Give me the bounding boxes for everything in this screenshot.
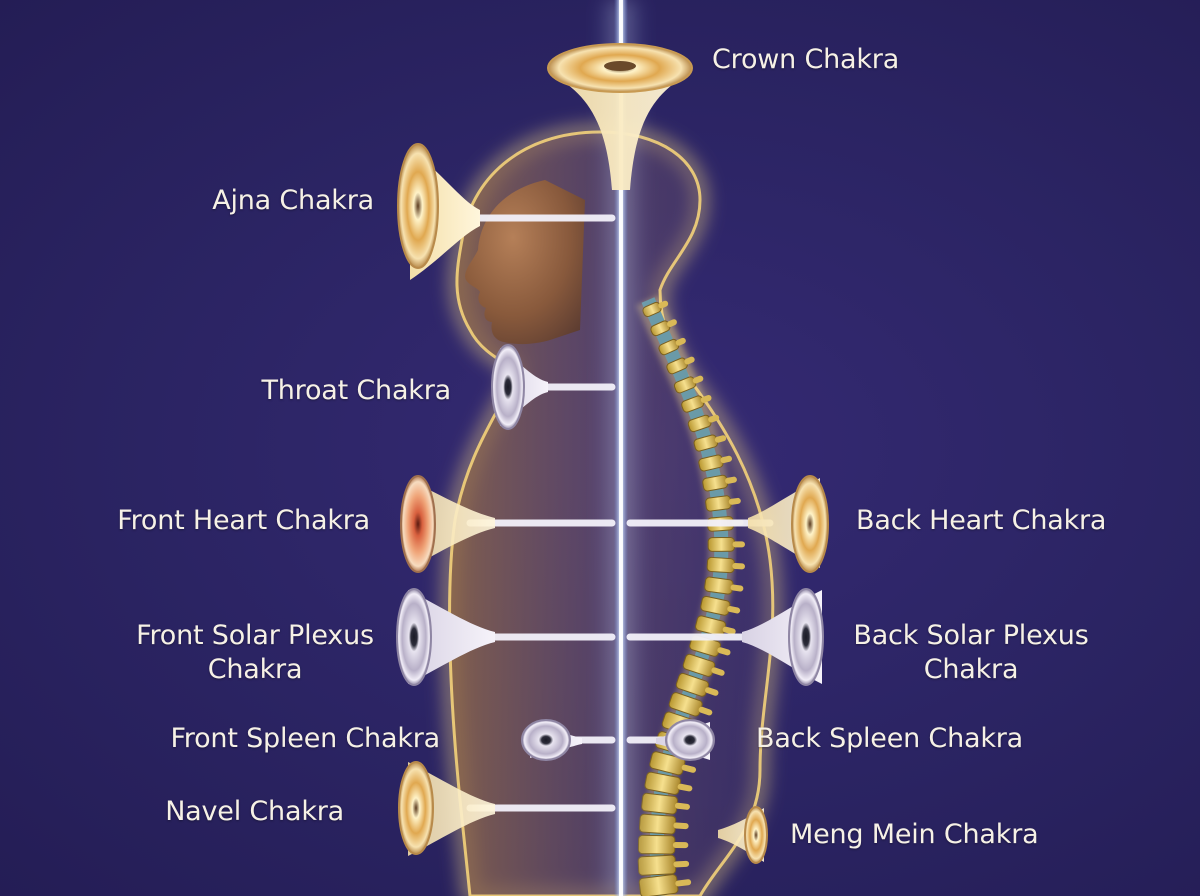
vertebra [708, 538, 734, 552]
vertebra-process [673, 861, 689, 868]
vertebra [707, 557, 735, 573]
label-back-solar-plexus-line2: Chakra [846, 653, 1096, 687]
label-ajna-chakra: Ajna Chakra [212, 184, 374, 218]
label-crown-chakra: Crown Chakra [712, 43, 899, 77]
label-meng-mein-chakra: Meng Mein Chakra [790, 818, 1038, 852]
label-back-solar-plexus-chakra: Back Solar Plexus Chakra [846, 619, 1096, 687]
label-front-solar-plexus-line1: Front Solar Plexus [130, 619, 380, 653]
label-navel-chakra: Navel Chakra [165, 795, 344, 829]
label-front-spleen-chakra: Front Spleen Chakra [170, 722, 440, 756]
label-throat-chakra: Throat Chakra [261, 374, 451, 408]
vertebra-process [673, 822, 689, 829]
vertebra-process [673, 842, 689, 848]
vertebra-process [732, 541, 745, 547]
vertebra [641, 793, 678, 815]
label-back-heart-chakra: Back Heart Chakra [856, 504, 1106, 538]
label-front-solar-plexus-chakra: Front Solar Plexus Chakra [130, 619, 380, 687]
vertebra-process [732, 563, 745, 570]
label-front-heart-chakra: Front Heart Chakra [117, 504, 370, 538]
vertebra [705, 495, 731, 511]
label-back-spleen-chakra: Back Spleen Chakra [756, 722, 1023, 756]
label-front-solar-plexus-line2: Chakra [130, 653, 380, 687]
vertebra [704, 577, 733, 595]
label-back-solar-plexus-line1: Back Solar Plexus [846, 619, 1096, 653]
